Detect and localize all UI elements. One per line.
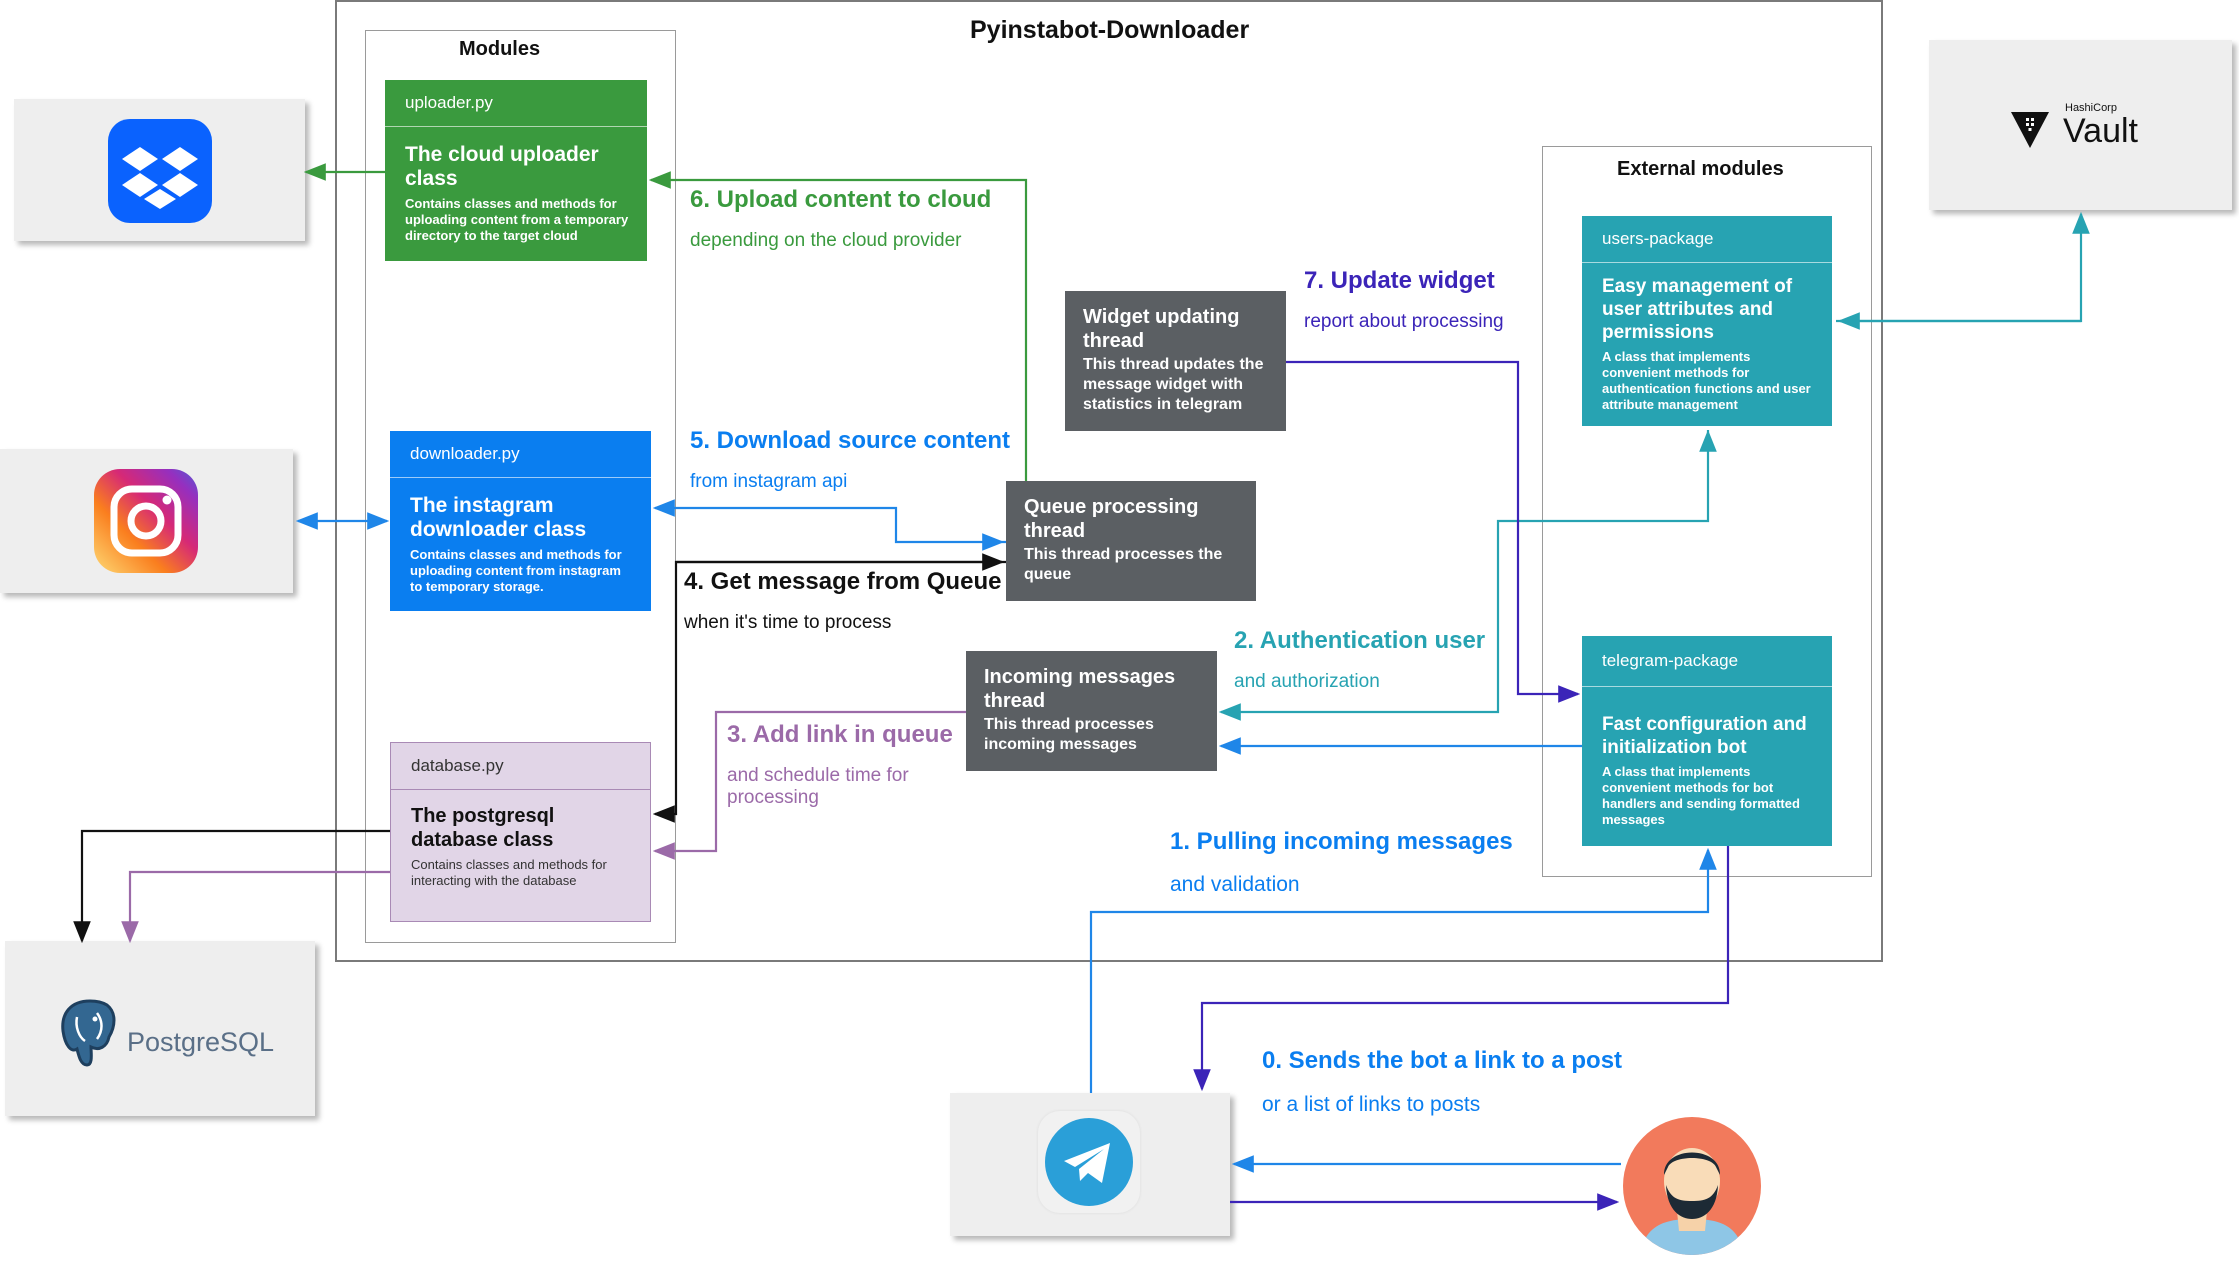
step-1-sub: and validation — [1170, 873, 1300, 896]
widget-thread-box: Widget updating thread This thread updat… — [1065, 291, 1286, 431]
postgresql-elephant-icon — [61, 999, 116, 1067]
step-5-label: 5. Download source content — [690, 427, 1011, 454]
widget-thread-title: Widget updating thread — [1083, 306, 1240, 352]
postgresql-tile: PostgreSQL — [5, 941, 315, 1116]
step-4-label: 4. Get message from Queue — [684, 568, 1002, 595]
widget-thread-desc: This thread updates the message widget w… — [1083, 356, 1264, 413]
dropbox-icon — [108, 119, 212, 223]
step-4-sub: when it's time to process — [684, 612, 892, 633]
arrow-db-to-postgres-purple — [121, 870, 390, 944]
arrow-step-2 — [1218, 430, 1710, 721]
step-6-label: 6. Upload content to cloud — [690, 186, 992, 213]
incoming-thread-title: Incoming messages thread — [984, 666, 1176, 712]
telegram-package-file: telegram-package — [1582, 636, 1832, 687]
telegram-package-title: Fast configuration and initialization bo… — [1602, 714, 1807, 758]
downloader-desc: Contains classes and methods for uploadi… — [410, 547, 622, 594]
arrow-step-3 — [652, 710, 966, 860]
dropbox-tile — [14, 99, 305, 241]
uploader-card: uploader.py The cloud uploader class Con… — [385, 80, 647, 261]
step-0-label: 0. Sends the bot a link to a post — [1262, 1047, 1623, 1074]
modules-container — [365, 30, 676, 943]
uploader-desc: Contains classes and methods for uploadi… — [405, 196, 629, 243]
database-title: The postgresql database class — [411, 805, 555, 851]
vault-name: Vault — [2063, 112, 2138, 150]
users-package-card: users-package Easy management of user at… — [1582, 216, 1832, 426]
telegram-tile — [950, 1093, 1230, 1236]
database-desc: Contains classes and methods for interac… — [411, 857, 607, 888]
step-7-sub: report about processing — [1304, 311, 1504, 332]
arrow-step-7 — [1286, 360, 1581, 703]
database-card: database.py The postgresql database clas… — [390, 742, 651, 922]
instagram-tile — [0, 449, 293, 593]
arrow-users-to-vault — [1836, 211, 2090, 323]
users-package-desc: A class that implements convenient metho… — [1602, 349, 1811, 412]
external-modules-label: External modules — [1617, 158, 1784, 180]
vault-triangle-icon — [2011, 112, 2049, 148]
arrow-db-to-postgres — [73, 829, 390, 944]
telegram-package-card: telegram-package Fast configuration and … — [1582, 636, 1832, 846]
incoming-thread-box: Incoming messages thread This thread pro… — [966, 651, 1217, 771]
step-3-label: 3. Add link in queue — [727, 721, 953, 748]
uploader-title: The cloud uploader class — [405, 143, 599, 190]
step-0-sub: or a list of links to posts — [1262, 1093, 1481, 1116]
queue-thread-desc: This thread processes the queue — [1024, 546, 1223, 583]
step-7-label: 7. Update widget — [1304, 267, 1495, 294]
step-2-label: 2. Authentication user — [1234, 627, 1486, 654]
downloader-card: downloader.py The instagram downloader c… — [390, 431, 651, 611]
step-6-sub: depending on the cloud provider — [690, 230, 962, 251]
vault-tile: HashiCorp Vault — [1929, 40, 2232, 210]
instagram-icon — [94, 469, 198, 573]
step-5-sub: from instagram api — [690, 471, 848, 492]
users-package-file: users-package — [1582, 216, 1832, 263]
incoming-thread-desc: This thread processes incoming messages — [984, 716, 1154, 753]
arrow-step-5-out — [982, 533, 1005, 551]
downloader-file-label: downloader.py — [390, 431, 651, 478]
telegram-icon — [1045, 1118, 1133, 1206]
step-2-sub: and authorization — [1234, 671, 1380, 692]
vault-brand: HashiCorp — [2065, 102, 2117, 114]
arrow-step-6 — [648, 171, 1028, 481]
uploader-file-label: uploader.py — [385, 80, 647, 127]
arrow-package-to-telegram — [1193, 846, 1730, 1092]
modules-label: Modules — [459, 38, 541, 60]
user-avatar-icon — [1623, 1117, 1761, 1255]
queue-thread-title: Queue processing thread — [1024, 496, 1199, 542]
step-1-label: 1. Pulling incoming messages — [1170, 828, 1513, 855]
telegram-package-desc: A class that implements convenient metho… — [1602, 764, 1800, 827]
arrow-step-1 — [1089, 847, 1717, 1093]
users-package-title: Easy management of user attributes and p… — [1602, 276, 1793, 343]
database-file-label: database.py — [391, 743, 650, 790]
step-3-sub: and schedule time for processing — [727, 765, 909, 808]
postgresql-wordmark: PostgreSQL — [127, 1027, 275, 1057]
arrow-step-5-in — [652, 499, 1006, 544]
queue-thread-box: Queue processing thread This thread proc… — [1006, 481, 1256, 601]
downloader-title: The instagram downloader class — [410, 494, 587, 541]
diagram-title: Pyinstabot-Downloader — [970, 16, 1250, 44]
